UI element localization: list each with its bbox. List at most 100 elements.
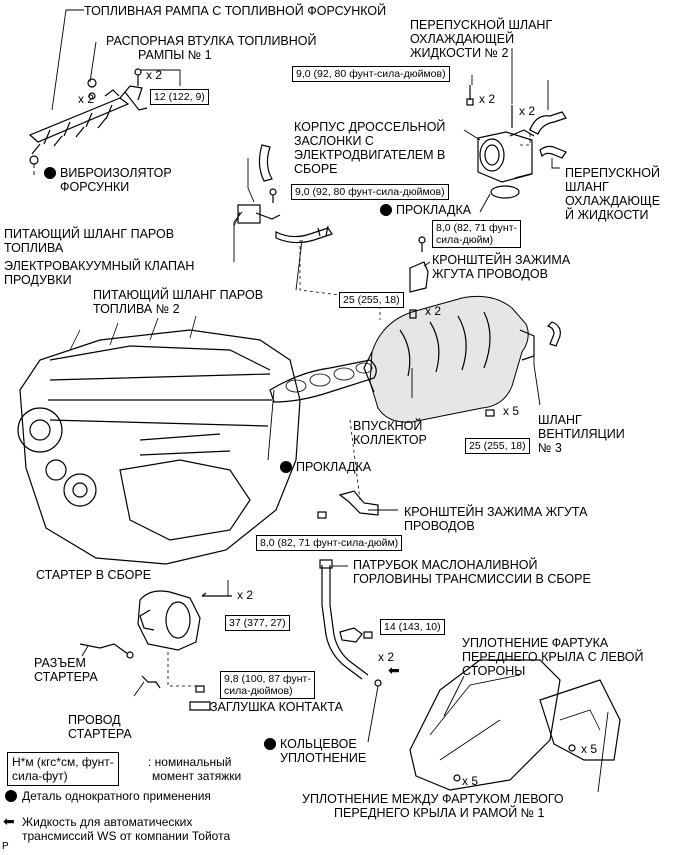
legend-box-line1: Н*м (кгс*см, фунт- bbox=[12, 755, 114, 769]
label-intake-line1: ВПУСКНОЙ bbox=[353, 419, 423, 433]
throttle-body-drawing bbox=[466, 85, 535, 199]
harness-bracket-top-drawing bbox=[409, 236, 429, 293]
label-vapor-line1: ПИТАЮЩИЙ ШЛАНГ ПАРОВ bbox=[4, 227, 175, 241]
torque-box-filler: 14 (143, 10) bbox=[380, 619, 445, 635]
torque-box-cap: 9,8 (100, 87 фунт- сила-дюймов) bbox=[220, 671, 315, 699]
count-filler: x 2 bbox=[378, 650, 395, 664]
label-connector-line1: РАЗЪЕМ bbox=[34, 656, 86, 670]
label-bypass-line4: Й ЖИДКОСТИ bbox=[565, 208, 649, 222]
label-bracket-low-line1: КРОНШТЕЙН ЗАЖИМА ЖГУТА bbox=[404, 505, 588, 519]
manifold-gasket-drawing bbox=[269, 359, 377, 403]
injector-insulator-drawing bbox=[29, 155, 39, 168]
label-vapor2-line2: ТОПЛИВА № 2 bbox=[93, 302, 180, 316]
harness-bracket-low-drawing bbox=[317, 490, 379, 519]
label-gasket-top: ПРОКЛАДКА bbox=[380, 203, 471, 217]
label-vent-line2: ВЕНТИЛЯЦИИ bbox=[538, 427, 625, 441]
label-fuel-rail: ТОПЛИВНАЯ РАМПА С ТОПЛИВНОЙ ФОРСУНКОЙ bbox=[84, 4, 387, 18]
starter-drawing bbox=[79, 590, 232, 711]
label-bypass-line2: ШЛАНГ bbox=[565, 180, 609, 194]
torque-bracket-top-line1: 8,0 (82, 71 фунт- bbox=[436, 222, 517, 234]
torque-box-bypass: 9,0 (92, 80 фунт-сила-дюймов) bbox=[292, 66, 450, 82]
legend-torque-desc-line2: момент затяжки bbox=[152, 769, 242, 783]
count-rail-bolt: x 2 bbox=[146, 68, 163, 82]
label-cap: ЗАГЛУШКА КОНТАКТА bbox=[210, 700, 343, 714]
torque-box-bracket-low: 8,0 (82, 71 фунт-сила-дюйм) bbox=[256, 535, 403, 551]
label-throttle-line3: ЭЛЕКТРОДВИГАТЕЛЕМ В bbox=[294, 148, 446, 162]
engine-drawing bbox=[17, 315, 301, 565]
label-injector-insulator-line1: ВИБРОИЗОЛЯТОР bbox=[44, 166, 172, 180]
legend-torque-box: Н*м (кгс*см, фунт- сила-фут) bbox=[7, 752, 119, 786]
label-oring-line1: КОЛЬЦЕВОЕ bbox=[264, 737, 357, 751]
count-manifold-nut: x 2 bbox=[425, 304, 442, 318]
label-throttle-line2: ЗАСЛОНКИ С bbox=[294, 134, 374, 148]
label-connector-line2: СТАРТЕРА bbox=[34, 670, 98, 684]
label-frame-seal-line2: ПЕРЕДНЕГО КРЫЛА И РАМОЙ № 1 bbox=[334, 806, 545, 820]
count-manifold-bolt: x 5 bbox=[503, 404, 520, 418]
bypass-hose-drawing bbox=[529, 111, 567, 159]
single-use-dot-icon bbox=[5, 790, 17, 802]
torque-bracket-top-line2: сила-дюйм) bbox=[436, 234, 494, 246]
torque-box-bracket-top: 8,0 (82, 71 фунт- сила-дюйм) bbox=[432, 220, 521, 248]
count-fender: x 5 bbox=[581, 742, 598, 756]
label-purge-line1: ЭЛЕКТРОВАКУУМНЫЙ КЛАПАН bbox=[4, 259, 195, 273]
count-frame: x 5 bbox=[462, 774, 479, 788]
label-throttle-line1: КОРПУС ДРОССЕЛЬНОЙ bbox=[294, 120, 446, 134]
legend-fluid-line2: трансмиссий WS от компании Тойота bbox=[22, 829, 231, 843]
legend-box-line2: сила-фут) bbox=[12, 769, 68, 783]
label-spacer-line2: РАМПЫ № 1 bbox=[138, 48, 212, 62]
corner-mark: P bbox=[2, 841, 9, 852]
label-wire-line1: ПРОВОД bbox=[68, 713, 121, 727]
label-filler-line2: ГОРЛОВИНЫ ТРАНСМИССИИ В СБОРЕ bbox=[353, 572, 591, 586]
fender-seal-drawing bbox=[409, 659, 621, 791]
torque-cap-line2: сила-дюймов) bbox=[224, 685, 293, 697]
label-vent-line1: ШЛАНГ bbox=[538, 413, 582, 427]
label-bypass2-line1: ПЕРЕПУСКНОЙ ШЛАНГ bbox=[410, 18, 553, 32]
label-fender-seal-line2: ПЕРЕДНЕГО КРЫЛА С ЛЕВОЙ bbox=[462, 650, 644, 664]
torque-box-throttle: 9,0 (92, 80 фунт-сила-дюймов) bbox=[291, 184, 449, 200]
label-vent-line3: № 3 bbox=[538, 441, 562, 455]
torque-box-manifold-top: 25 (255, 18) bbox=[339, 292, 404, 308]
label-bypass-line3: ОХЛАЖДАЮЩЕ bbox=[565, 194, 661, 208]
leader-lines bbox=[33, 9, 609, 793]
count-starter: x 2 bbox=[237, 588, 254, 602]
label-frame-seal-line1: УПЛОТНЕНИЕ МЕЖДУ ФАРТУКОМ ЛЕВОГО bbox=[302, 792, 564, 806]
label-injector-insulator-line2: ФОРСУНКИ bbox=[60, 180, 130, 194]
label-throttle-line4: СБОРЕ bbox=[294, 162, 338, 176]
label-vapor-line2: ТОПЛИВА bbox=[4, 241, 64, 255]
legend-fluid-line1: Жидкость для автоматических bbox=[22, 815, 193, 829]
vapor-hose-drawing bbox=[237, 144, 333, 244]
label-intake-line2: КОЛЛЕКТОР bbox=[353, 433, 427, 447]
label-filler-line1: ПАТРУБОК МАСЛОНАЛИВНОЙ bbox=[353, 558, 538, 572]
legend-single-use: Деталь однократного применения bbox=[22, 789, 211, 803]
label-oring-line2: УПЛОТНЕНИЕ bbox=[280, 751, 367, 765]
fluid-arrow-icon: ⬅ bbox=[388, 662, 400, 678]
label-vapor2-line1: ПИТАЮЩИЙ ШЛАНГ ПАРОВ bbox=[93, 288, 264, 302]
count-bypass-right: x 2 bbox=[519, 104, 536, 118]
torque-cap-line1: 9,8 (100, 87 фунт- bbox=[224, 673, 311, 685]
torque-box-rail: 12 (122, 9) bbox=[150, 89, 209, 105]
torque-box-starter: 37 (377, 27) bbox=[225, 615, 290, 631]
legend-arrow-icon: ⬅ bbox=[3, 813, 15, 829]
torque-box-manifold-bottom: 25 (255, 18) bbox=[465, 438, 530, 454]
fuel-rail-drawing bbox=[28, 68, 148, 155]
label-fender-seal-line3: СТОРОНЫ bbox=[462, 664, 526, 678]
count-bypass: x 2 bbox=[479, 92, 496, 106]
label-bypass-line1: ПЕРЕПУСКНОЙ bbox=[565, 166, 660, 180]
filler-tube-drawing bbox=[319, 559, 382, 687]
label-fender-seal-line1: УПЛОТНЕНИЕ ФАРТУКА bbox=[462, 636, 609, 650]
label-bracket-low-line2: ПРОВОДОВ bbox=[404, 519, 475, 533]
label-spacer-line1: РАСПОРНАЯ ВТУЛКА ТОПЛИВНОЙ bbox=[106, 34, 317, 48]
count-spacer: x 2 bbox=[78, 92, 95, 106]
intake-manifold-drawing bbox=[363, 295, 535, 423]
legend-torque-desc-line1: : номинальный bbox=[148, 755, 232, 769]
label-purge-line2: ПРОДУВКИ bbox=[4, 273, 72, 287]
label-bracket-top-line2: ЖГУТА ПРОВОДОВ bbox=[432, 267, 548, 281]
ventilation-hose-drawing bbox=[546, 321, 561, 347]
label-bracket-top-line1: КРОНШТЕЙН ЗАЖИМА bbox=[432, 253, 571, 267]
label-wire-line2: СТАРТЕРА bbox=[68, 727, 132, 741]
label-gasket-mid: ПРОКЛАДКА bbox=[280, 460, 371, 474]
label-bypass2-line2: ОХЛАЖДАЮЩЕЙ bbox=[410, 32, 515, 46]
label-starter: СТАРТЕР В СБОРЕ bbox=[36, 568, 152, 582]
label-bypass2-line3: ЖИДКОСТИ № 2 bbox=[410, 46, 509, 60]
